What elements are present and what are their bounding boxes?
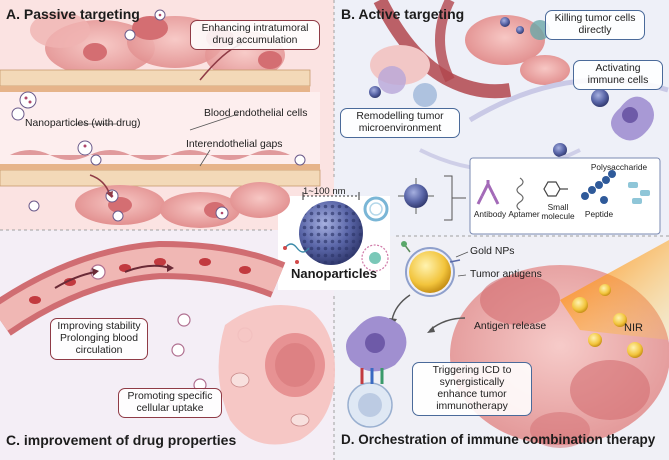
peptide-icon <box>581 170 616 204</box>
blood-lumen-a <box>0 92 320 164</box>
tumor-cell-c <box>218 305 335 445</box>
arrow-to-dc <box>391 294 411 321</box>
callout-killing-tumor: Killing tumor cells directly <box>545 10 645 40</box>
callout-icd: Triggering ICD to synergistically enhanc… <box>412 362 532 416</box>
label-nir: NIR <box>624 322 643 334</box>
receptors-d <box>360 368 384 384</box>
label-interendothelial-gaps: Interendothelial gaps <box>186 139 283 150</box>
label-endothelial-cells: Blood endothelial cells <box>204 108 308 119</box>
nir-beam <box>560 240 669 340</box>
polysaccharide-icon <box>628 182 650 204</box>
label-antigen-release: Antigen release <box>474 321 547 332</box>
endothelial-lower-row <box>0 164 321 187</box>
aptamer-icon <box>516 177 524 211</box>
label-small-molecule: Small molecule <box>541 202 575 221</box>
label-polysaccharide: Polysaccharide <box>590 162 648 172</box>
panel-c-title: C. improvement of drug properties <box>6 432 237 448</box>
label-peptide: Peptide <box>584 209 614 219</box>
label-antibody: Antibody <box>473 209 507 219</box>
size-range-label: 1~100 nm <box>303 186 346 197</box>
callout-stability: Improving stability Prolonging blood cir… <box>50 318 148 360</box>
polymer-icon-center <box>283 243 310 264</box>
label-gold-nps: Gold NPs <box>470 246 515 257</box>
panel-a-title: A. Passive targeting <box>6 6 140 22</box>
nanoparticles-a <box>11 9 306 222</box>
red-blood-cells-c <box>29 258 251 304</box>
ligand-bracket <box>444 175 466 221</box>
t-cell-d <box>347 382 393 428</box>
arrow-circulation <box>54 271 96 289</box>
blood-vessel-b <box>373 0 512 99</box>
liposome-icon-center <box>363 196 389 222</box>
antibody-icon <box>476 180 500 205</box>
nanoparticle-center <box>299 192 363 265</box>
label-nanoparticles: Nanoparticles (with drug) <box>25 118 141 129</box>
micelle-icon-center <box>361 244 389 272</box>
nanoparticles-b <box>369 17 609 157</box>
small-molecule-icon <box>543 181 568 197</box>
gold-nanoparticles-d <box>572 284 643 358</box>
label-tumor-antigens: Tumor antigens <box>470 269 542 280</box>
callout-activating-immune: Activating immune cells <box>573 60 663 90</box>
gold-nanoparticle-large-d <box>401 241 461 297</box>
callout-cellular-uptake: Promoting specific cellular uptake <box>118 388 222 418</box>
endothelial-upper-row <box>0 69 311 92</box>
label-aptamer: Aptamer <box>508 209 540 219</box>
center-title: Nanoparticles <box>291 266 377 281</box>
callout-remodelling: Remodelling tumor microenvironment <box>340 108 460 138</box>
dendritic-cell-b <box>611 96 654 141</box>
panel-b-title: B. Active targeting <box>341 6 465 22</box>
dendritic-cell-d <box>346 316 407 372</box>
targeted-nanoparticle-b <box>398 178 434 214</box>
panel-d-title: D. Orchestration of immune combination t… <box>341 432 656 447</box>
callout-drug-accumulation: Enhancing intratumoral drug accumulation <box>190 20 320 50</box>
